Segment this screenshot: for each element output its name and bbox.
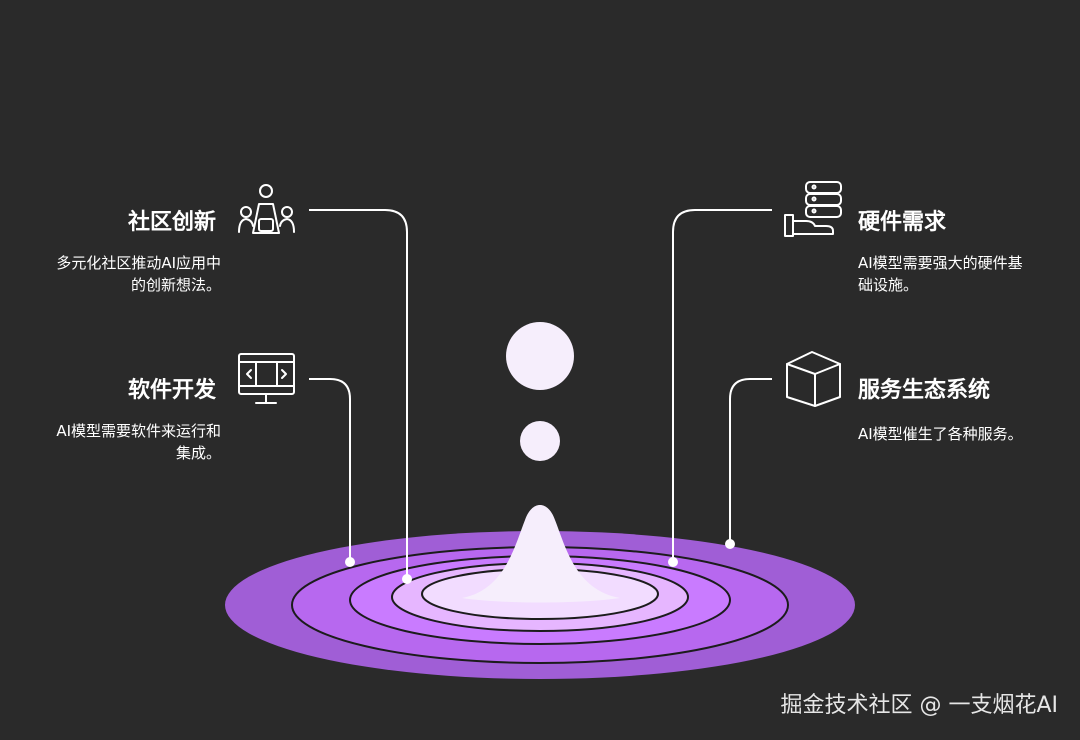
services-title: 服务生态系统 [858, 378, 991, 403]
connector-services [729, 378, 772, 543]
community-desc-line2: 的创新想法。 [130, 276, 221, 294]
connector-community-dot [402, 574, 412, 584]
hardware-title: 硬件需求 [858, 210, 947, 235]
watermark-text: 掘金技术社区 @ 一支烟花AI [780, 693, 1058, 718]
community-people-icon [238, 184, 295, 234]
connector-hardware [672, 209, 772, 561]
hardware-desc-line2: 础设施。 [858, 276, 919, 294]
hardware-desc-line1: AI模型需要强大的硬件基 [858, 254, 1023, 272]
droplet-peak [462, 505, 620, 603]
monitor-code-icon [238, 353, 295, 404]
connector-hardware-dot [668, 557, 678, 567]
software-desc-line2: 集成。 [175, 444, 221, 462]
services-description: AI模型催生了各种服务。 [858, 423, 1068, 445]
community-description: 多元化社区推动AI应用中 的创新想法。 [22, 252, 221, 296]
connector-community [309, 209, 408, 578]
connector-software-dot [345, 557, 355, 567]
drop-large [506, 322, 574, 390]
server-hand-icon [784, 181, 842, 237]
software-description: AI模型需要软件来运行和 集成。 [22, 420, 221, 464]
software-title: 软件开发 [128, 378, 217, 403]
cube-box-icon [786, 351, 841, 407]
connector-software [309, 378, 351, 561]
hardware-description: AI模型需要强大的硬件基 础设施。 [858, 252, 1068, 296]
services-desc-line1: AI模型催生了各种服务。 [858, 425, 1023, 443]
community-desc-line1: 多元化社区推动AI应用中 [56, 254, 221, 272]
connector-services-dot [725, 539, 735, 549]
drop-small [520, 421, 560, 461]
software-desc-line1: AI模型需要软件来运行和 [56, 422, 221, 440]
community-title: 社区创新 [128, 210, 217, 235]
